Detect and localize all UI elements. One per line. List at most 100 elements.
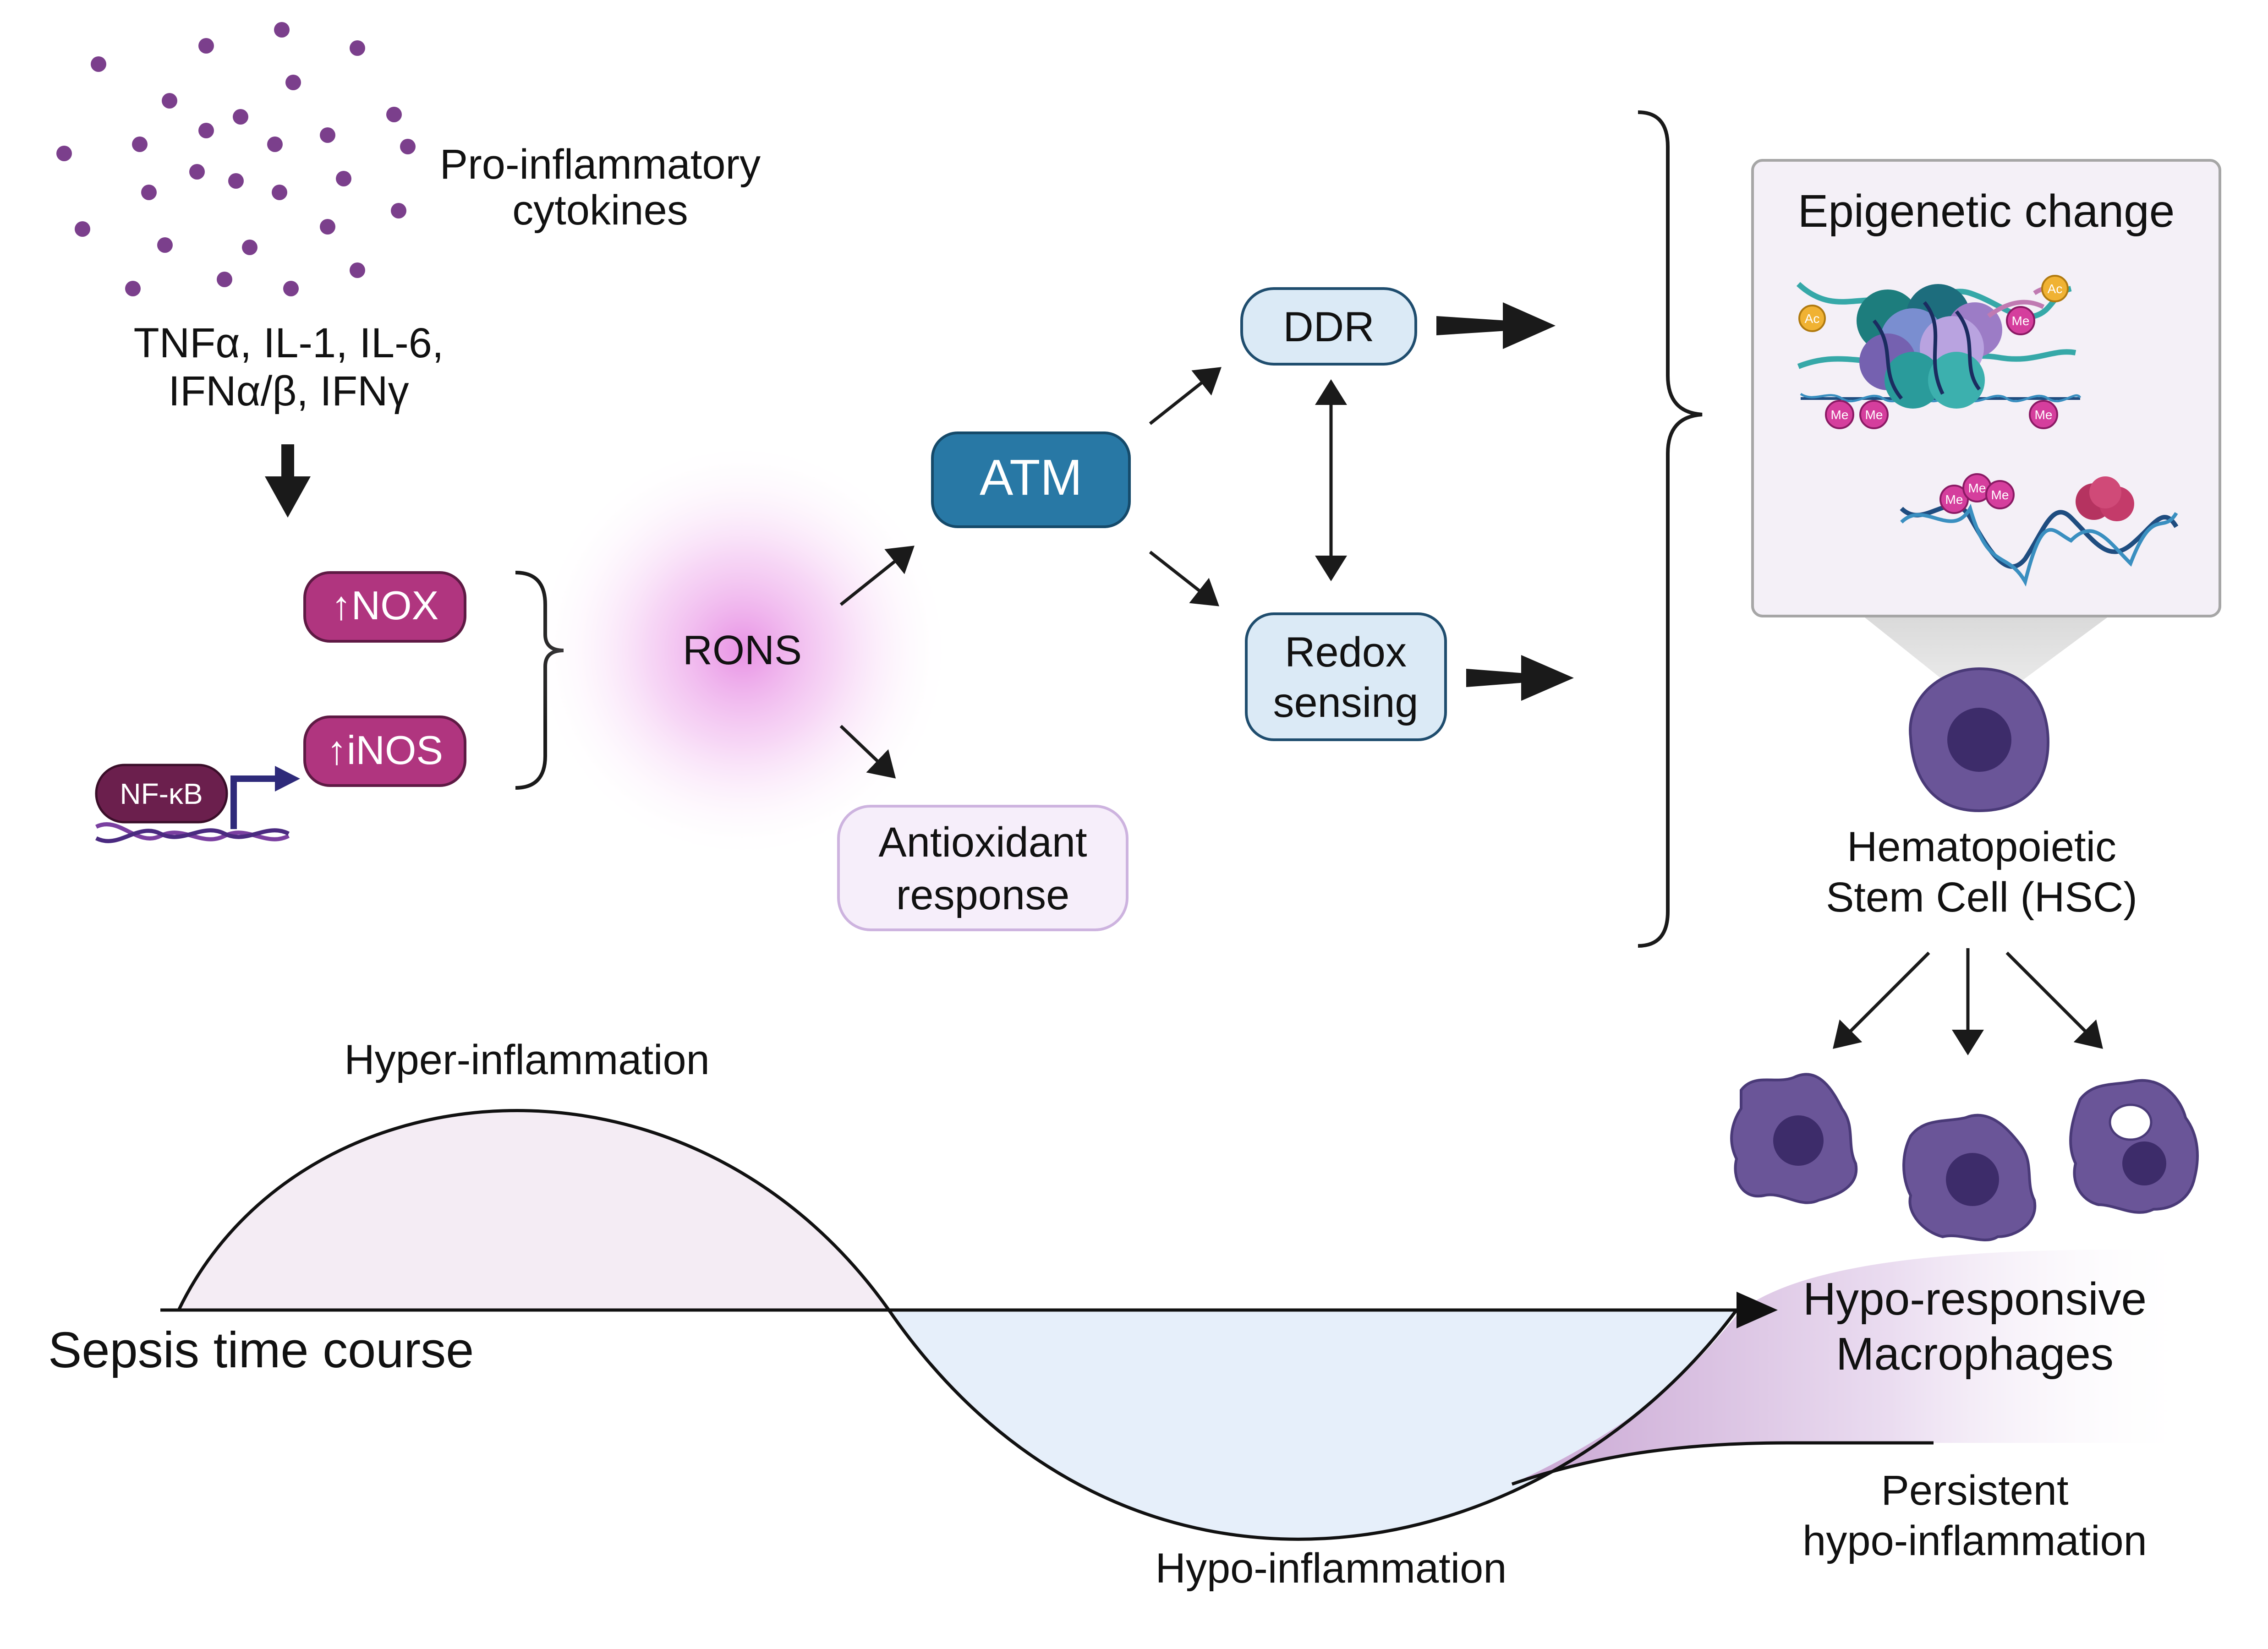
cytokine-dot bbox=[350, 40, 365, 56]
cytokine-dot bbox=[56, 146, 72, 161]
methyl-mark-2: Me bbox=[1825, 400, 1854, 429]
methyl-mark-4: Me bbox=[2029, 400, 2058, 429]
cytokine-dot bbox=[386, 107, 402, 122]
cytokine-dot bbox=[91, 56, 106, 72]
cytokine-dot bbox=[274, 22, 290, 38]
cytokine-dot bbox=[162, 93, 177, 109]
cytokine-dot bbox=[198, 38, 214, 54]
cytokine-dot bbox=[350, 262, 365, 278]
hsc-label-line1: Hematopoietic bbox=[1847, 824, 2116, 870]
arrow-atm-ddr bbox=[1149, 367, 1222, 425]
antioxidant-line1: Antioxidant bbox=[878, 819, 1087, 866]
methyl-mark-1: Me bbox=[2006, 306, 2035, 335]
hypo-fill bbox=[889, 1310, 1737, 1540]
rons-glow bbox=[531, 440, 953, 861]
persistent-fill bbox=[1512, 1250, 2199, 1484]
cytokine-dot bbox=[157, 237, 173, 253]
cytokine-dot bbox=[141, 185, 157, 200]
macrophage-1-icon bbox=[1730, 1073, 1858, 1204]
cytokine-list-line2: IFNα/β, IFNγ bbox=[168, 368, 409, 415]
epigenetic-panel: Epigenetic change Ac Ac bbox=[1751, 159, 2221, 617]
methyl-mark-2-label: Me bbox=[1831, 408, 1849, 422]
antioxidant-box: Antioxidant response bbox=[837, 805, 1129, 931]
persistent-line2: hypo-inflammation bbox=[1802, 1518, 2147, 1564]
axis-label: Sepsis time course bbox=[48, 1322, 474, 1378]
atm-label: ATM bbox=[980, 449, 1082, 506]
cytokine-dot bbox=[283, 281, 299, 296]
macrophage-3-icon bbox=[2069, 1079, 2199, 1214]
macro-label-line1: Hypo-responsive bbox=[1803, 1273, 2147, 1325]
down-arrow-icon bbox=[265, 444, 311, 518]
arrow-rons-atm bbox=[839, 546, 915, 606]
inflammation-curve bbox=[177, 1109, 1738, 1541]
atm-box: ATM bbox=[931, 431, 1131, 528]
persistent-line1: Persistent bbox=[1881, 1467, 2068, 1514]
methyl-mark-6: Me bbox=[1962, 473, 1992, 502]
inos-badge: ↑iNOS bbox=[303, 715, 466, 787]
cytokine-dot bbox=[400, 139, 416, 154]
macro-label-line2: Macrophages bbox=[1836, 1328, 2114, 1380]
cytokine-dot bbox=[233, 109, 248, 125]
nucleosome-icon bbox=[1796, 282, 2082, 409]
ddr-box: DDR bbox=[1240, 287, 1417, 366]
large-brace bbox=[1638, 110, 1703, 948]
methyl-mark-7: Me bbox=[1985, 480, 2015, 509]
cytokine-list-line1: TNFα, IL-1, IL-6, bbox=[134, 320, 444, 366]
nox-badge: ↑NOX bbox=[303, 571, 466, 643]
methyl-mark-4-label: Me bbox=[2035, 408, 2053, 422]
acetyl-mark-2: Ac bbox=[2041, 275, 2069, 302]
cytokine-dot bbox=[285, 75, 301, 90]
acetyl-mark-1-label: Ac bbox=[1805, 311, 1820, 326]
methyl-mark-3: Me bbox=[1859, 400, 1889, 429]
cytokine-dot bbox=[242, 240, 257, 255]
redox-line2: sensing bbox=[1273, 679, 1418, 726]
methyl-mark-6-label: Me bbox=[1968, 481, 1986, 495]
methyl-mark-1-label: Me bbox=[2012, 314, 2030, 328]
acetyl-mark-2-label: Ac bbox=[2048, 282, 2063, 296]
cytokine-dot bbox=[75, 221, 90, 237]
time-axis-arrowhead-icon bbox=[1737, 1292, 1778, 1328]
cytokine-dot bbox=[272, 185, 287, 200]
thick-arrow-ddr-icon bbox=[1436, 302, 1556, 349]
methyl-mark-7-label: Me bbox=[1991, 488, 2009, 502]
nfkb-dna-icon: NF-κB bbox=[95, 764, 300, 843]
arrow-hsc-macro-right bbox=[2005, 951, 2103, 1049]
thick-arrow-redox-icon bbox=[1466, 655, 1574, 701]
cytokine-dot bbox=[132, 137, 148, 152]
cytokine-dot bbox=[217, 272, 232, 287]
acetyl-mark-1: Ac bbox=[1798, 305, 1826, 332]
cytokine-label-line2: cytokines bbox=[512, 187, 688, 234]
inos-label: ↑iNOS bbox=[327, 727, 443, 773]
cytokine-dot bbox=[391, 203, 406, 218]
cytokine-dot bbox=[320, 219, 335, 235]
hyper-fill bbox=[179, 1110, 889, 1310]
cytokine-label-line1: Pro-inflammatory bbox=[440, 141, 761, 188]
nfkb-label: NF-κB bbox=[120, 777, 203, 810]
hypo-label: Hypo-inflammation bbox=[1156, 1545, 1507, 1592]
nox-label: ↑NOX bbox=[331, 583, 439, 628]
arrow-rons-antioxidant bbox=[839, 725, 896, 779]
spotlight bbox=[1860, 614, 2112, 705]
ddr-label: DDR bbox=[1283, 304, 1374, 350]
cytokine-dot bbox=[320, 127, 335, 143]
persistent-curve bbox=[1511, 1441, 1934, 1486]
cytokine-dot bbox=[198, 123, 214, 138]
methyl-mark-5-label: Me bbox=[1945, 492, 1963, 507]
methyl-mark-3-label: Me bbox=[1865, 408, 1883, 422]
macrophage-2-icon bbox=[1902, 1114, 2037, 1242]
redox-box: Redox sensing bbox=[1245, 612, 1447, 741]
cytokine-dot bbox=[228, 173, 244, 189]
redox-line1: Redox bbox=[1285, 629, 1407, 676]
cytokine-dot bbox=[267, 137, 283, 152]
cytokine-dot bbox=[336, 171, 351, 186]
hsc-cell-icon bbox=[1909, 667, 2050, 813]
epigenetic-title: Epigenetic change bbox=[1798, 186, 2175, 237]
cytokine-dot bbox=[125, 281, 141, 296]
antioxidant-line2: response bbox=[896, 872, 1069, 918]
cytokine-dots bbox=[56, 22, 416, 296]
hyper-label: Hyper-inflammation bbox=[344, 1037, 710, 1083]
hsc-label-line2: Stem Cell (HSC) bbox=[1826, 874, 2137, 921]
rons-label: RONS bbox=[683, 628, 802, 673]
cytokine-dot bbox=[189, 164, 205, 180]
